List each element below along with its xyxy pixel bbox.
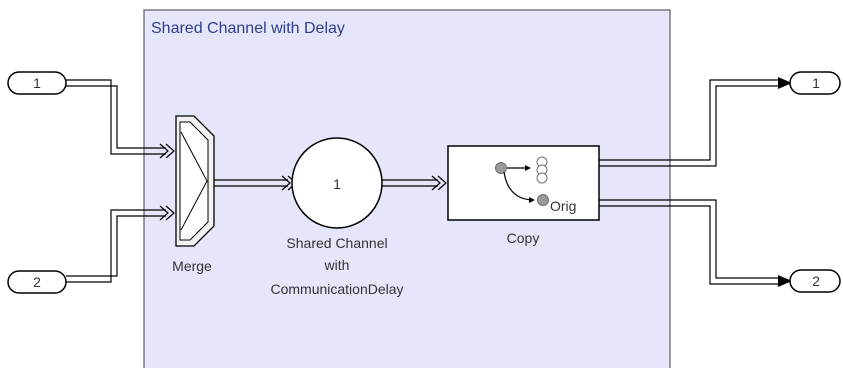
copy-port-label: Orig	[550, 198, 576, 214]
outport-2[interactable]: 2	[789, 269, 841, 293]
merge-glyph	[180, 131, 208, 231]
copy-label: Copy	[507, 230, 540, 246]
wire-in1-merge	[66, 79, 166, 155]
channel-label-line1: Shared Channel	[286, 235, 387, 251]
wire-copy-out2	[599, 199, 780, 285]
wire-merge-channel	[208, 179, 288, 187]
shared-channel-block[interactable]: 1 Shared Channel with CommunicationDelay	[270, 137, 404, 297]
inport-1-label: 1	[33, 75, 41, 91]
inport-1[interactable]: 1	[7, 71, 67, 95]
merge-block[interactable]: Merge	[172, 115, 215, 274]
channel-number: 1	[333, 176, 341, 192]
inport-2-label: 2	[33, 274, 41, 290]
arrow-out2	[778, 275, 792, 287]
arrow-out1	[778, 77, 792, 89]
copy-block[interactable]: Orig Copy	[447, 145, 600, 246]
outport-1-label: 1	[812, 75, 820, 91]
wire-copy-out1	[599, 79, 780, 167]
merge-label: Merge	[172, 258, 212, 274]
wires	[66, 79, 780, 285]
channel-label-line3: CommunicationDelay	[270, 281, 403, 297]
subsystem-title: Shared Channel with Delay	[151, 20, 345, 37]
wire-in2-merge	[66, 209, 166, 283]
wire-channel-copy	[380, 179, 438, 187]
copy-icon	[495, 156, 549, 206]
channel-label-line2: with	[324, 257, 350, 273]
outport-1[interactable]: 1	[789, 71, 841, 95]
inport-2[interactable]: 2	[7, 270, 67, 294]
outport-2-label: 2	[812, 273, 820, 289]
